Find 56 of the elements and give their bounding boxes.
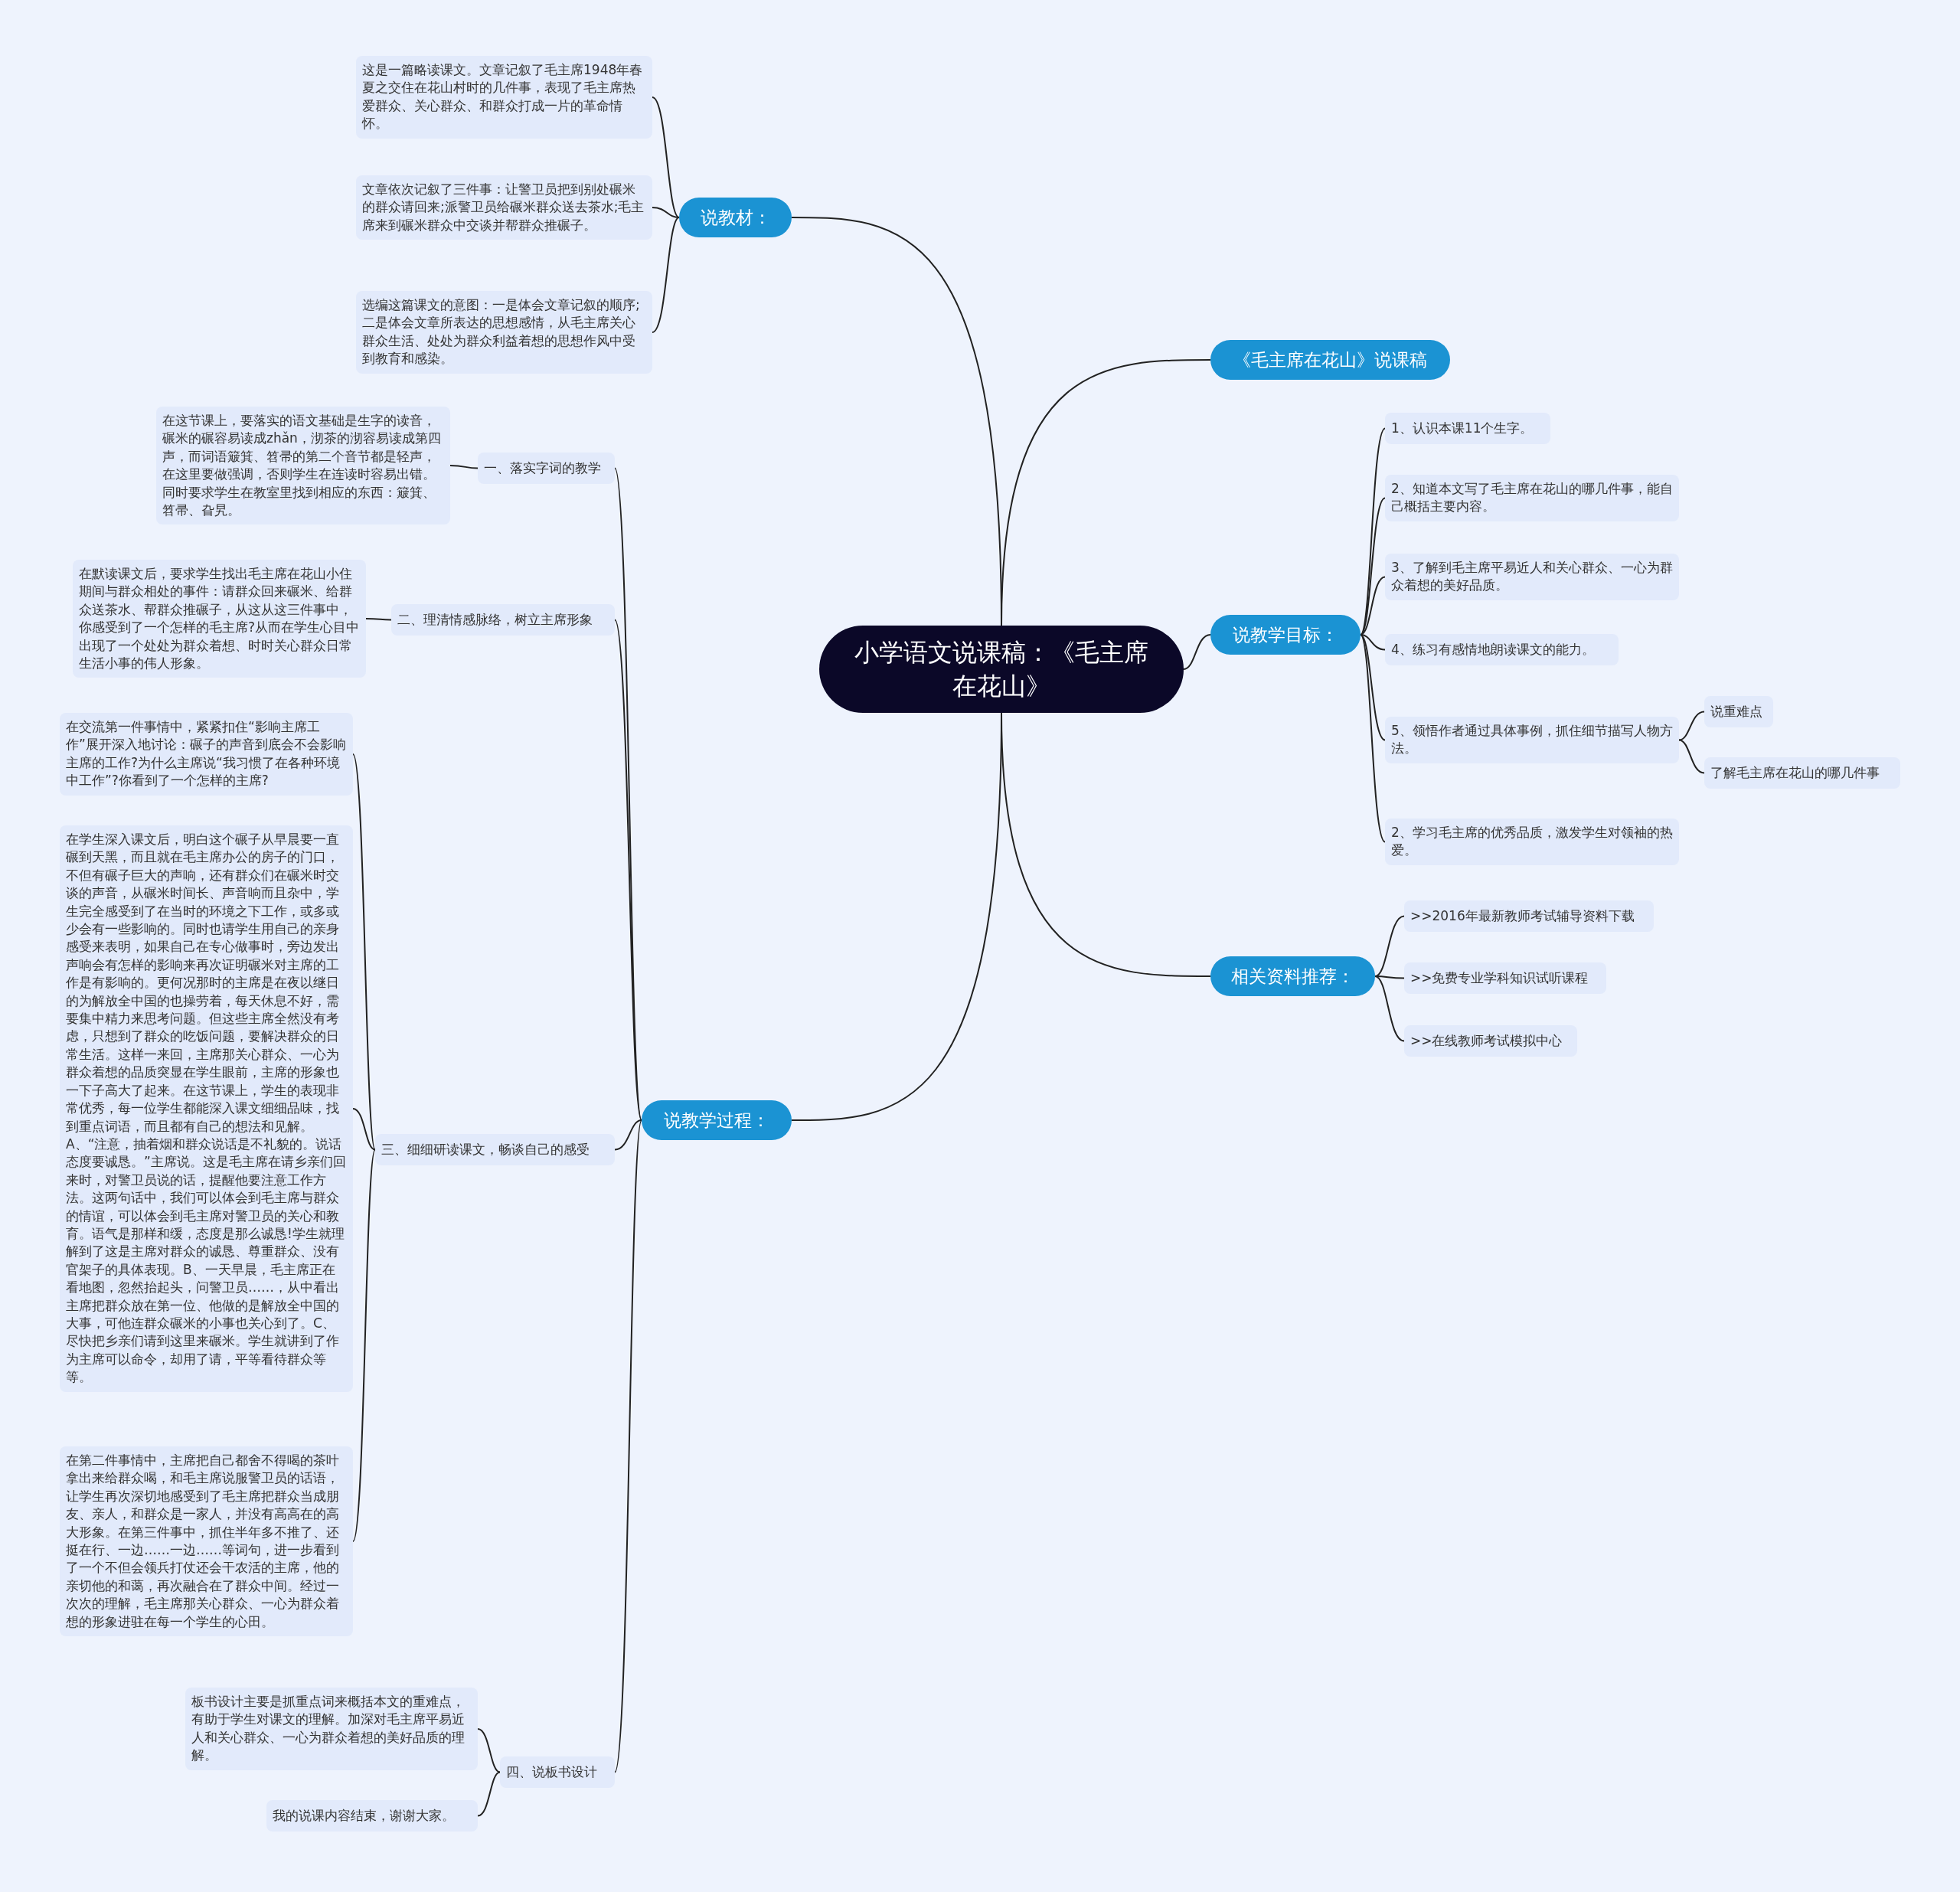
link-text: >>免费专业学科知识试听课程 bbox=[1404, 962, 1606, 994]
connector bbox=[652, 96, 680, 218]
connector bbox=[652, 207, 680, 218]
text-card: 文章依次记叙了三件事：让警卫员把到别处碾米的群众请回来;派警卫员给碾米群众送去茶水;毛主席来到碾米群众中交谈并帮群众推碾子。 bbox=[356, 175, 652, 240]
connector bbox=[1678, 739, 1705, 774]
branch-topic: 《毛主席在花山》说课稿 bbox=[1210, 340, 1450, 380]
connector bbox=[1360, 634, 1386, 651]
connector bbox=[1374, 915, 1405, 977]
connector bbox=[352, 1108, 376, 1151]
text-card: 4、练习有感情地朗读课文的能力。 bbox=[1385, 634, 1619, 665]
connector bbox=[352, 753, 376, 1151]
connector bbox=[1360, 497, 1386, 636]
text-card: 3、了解到毛主席平易近人和关心群众、一心为群众着想的美好品质。 bbox=[1385, 554, 1679, 600]
text-card: 在默读课文后，要求学生找出毛主席在花山小住期间与群众相处的事件：请群众回来碾米、给群众送茶水、帮群众推碾子，从这从这三件事中，你感受到了一个怎样的毛主席?从而在学生心目中出现了一个处处为群众着想、时时关心群众日常生活小事的伟人形象。 bbox=[73, 560, 366, 678]
subtopic-box: 四、说板书设计 bbox=[500, 1756, 615, 1788]
subtopic-box: 说重难点 bbox=[1704, 696, 1773, 727]
link-text: >>2016年最新教师考试辅导资料下载 bbox=[1404, 900, 1654, 932]
text-card: 2、知道本文写了毛主席在花山的哪几件事，能自己概括主要内容。 bbox=[1385, 475, 1679, 521]
text-card: 5、领悟作者通过具体事例，抓住细节描写人物方法。 bbox=[1385, 717, 1679, 763]
connector bbox=[1360, 576, 1386, 636]
text-card: 在学生深入课文后，明白这个碾子从早晨要一直碾到天黑，而且就在毛主席办公的房子的门口，不但有碾子巨大的声响，还有群众们在碾米时交谈的声音，从碾米时间长、声音响而且杂中，学生完全感受到了在当时的环境之下工作，或多或少会有一些影响的。同时也请学生用自己的亲身感受来表明，如果自己在专心做事时，旁边发出声响会有怎样的影响来再次证明碾米对主席的工作是有影响的。更何况那时的主席是在夜以继日的为解放全中国的也操劳着，每天休息不好，需要集中精力来思考问题。但这些主席全然没有考虑，只想到了群众的吃饭问题，要解决群众的日常生活。这样一来回，主席那关心群众、一心为群众着想的品质突显在学生眼前，主席的形象也一下子高大了起来。在这节课上，学生的表现非常优秀，每一位学生都能深入课文细细品味，找到重点词语，而且都有自己的想法和见解。A、“注意，抽着烟和群众说话是不礼貌的。说话态度要诚恳。”主席说。这是毛主席在请乡亲们回来时，对警卫员说的话，提醒他要注意工作方法。这两句话中，我们可以体会到毛主席与群众的情谊，可以体会到毛主席对警卫员的关心和教育。语气是那样和缓，态度是那么诚恳!学生就理解到了这是主席对群众的诚恳、尊重群众、没有官架子的具体表现。B、一天早晨，毛主席正在看地图，忽然抬起头，问警卫员……，从中看出主席把群众放在第一位、他做的是解放全中国的大事，可他连群众碾米的小事也关心到了。C、尽快把乡亲们请到这里来碾米。学生就讲到了作为主席可以命令，却用了请，平等看待群众等等。 bbox=[60, 825, 353, 1392]
connector bbox=[1183, 634, 1211, 670]
subtopic-box: 二、理清情感脉络，树立主席形象 bbox=[391, 604, 615, 636]
branch-topic: 说教材： bbox=[679, 198, 792, 237]
link-text: >>在线教师考试模拟中心 bbox=[1404, 1025, 1577, 1057]
connector bbox=[1374, 975, 1405, 1042]
connector bbox=[1360, 634, 1386, 843]
connector bbox=[1360, 634, 1386, 741]
text-card: 选编这篇课文的意图：一是体会文章记叙的顺序;二是体会文章所表达的思想感情，从毛主席关心群众生活、处处为群众利益着想的思想作风中受到教育和感染。 bbox=[356, 291, 652, 374]
text-card: 板书设计主要是抓重点词来概括本文的重难点，有助于学生对课文的理解。加深对毛主席平易近人和关心群众、一心为群众着想的美好品质的理解。 bbox=[185, 1688, 478, 1770]
connector bbox=[1678, 711, 1705, 741]
central-topic: 小学语文说课稿：《毛主席在花山》 bbox=[819, 626, 1184, 713]
connector bbox=[477, 1771, 501, 1817]
text-card: 在交流第一件事情中，紧紧扣住“影响主席工作”展开深入地讨论：碾子的声音到底会不会影响主席的工作?为什么主席说“我习惯了在各种环境中工作”?你看到了一个怎样的主席? bbox=[60, 713, 353, 796]
connector bbox=[352, 1149, 376, 1542]
connector bbox=[1374, 975, 1405, 979]
connector bbox=[652, 217, 680, 333]
connector bbox=[365, 618, 392, 621]
text-card: 2、学习毛主席的优秀品质，激发学生对领袖的热爱。 bbox=[1385, 819, 1679, 865]
text-card: 1、认识本课11个生字。 bbox=[1385, 413, 1550, 444]
connector bbox=[1360, 427, 1386, 636]
connector bbox=[614, 1119, 642, 1151]
text-card: 在第二件事情中，主席把自己都舍不得喝的茶叶拿出来给群众喝，和毛主席说服警卫员的话语，让学生再次深切地感受到了毛主席把群众当成朋友、亲人，和群众是一家人，并没有高高在的高大形象。在第三件事中，抓住半年多不推了、还挺在行、一边……一边……等词句，进一步看到了一个不但会领兵打仗还会干农活的主席，他的亲切他的和蔼，再次融合在了群众中间。经过一次次的理解，毛主席那关心群众、一心为群众着想的形象进驻在每一个学生的心田。 bbox=[60, 1446, 353, 1637]
text-card: 我的说课内容结束，谢谢大家。 bbox=[266, 1800, 478, 1832]
text-card: 这是一篇略读课文。文章记叙了毛主席1948年春夏之交住在花山村时的几件事，表现了毛主席热爱群众、关心群众、和群众打成一片的革命情怀。 bbox=[356, 56, 652, 139]
subtopic-box: 了解毛主席在花山的哪几件事 bbox=[1704, 757, 1900, 789]
branch-topic: 相关资料推荐： bbox=[1210, 956, 1375, 996]
connector bbox=[614, 1119, 642, 1773]
connector bbox=[477, 1728, 501, 1773]
branch-topic: 说教学目标： bbox=[1210, 615, 1361, 655]
subtopic-box: 三、细细研读课文，畅谈自己的感受 bbox=[375, 1134, 615, 1165]
connector bbox=[449, 465, 479, 469]
subtopic-box: 一、落实字词的教学 bbox=[478, 453, 615, 484]
branch-topic: 说教学过程： bbox=[642, 1100, 792, 1140]
connector bbox=[614, 619, 642, 1121]
text-card: 在这节课上，要落实的语文基础是生字的读音，碾米的碾容易读成zhǎn，沏茶的沏容易读成第四声，而词语簸箕、笤帚的第二个音节都是轻声，在这里要做强调，否则学生在连读时容易出错。同时要求学生在教室里找到相应的东西：簸箕、笤帚、旮旯。 bbox=[156, 407, 450, 525]
